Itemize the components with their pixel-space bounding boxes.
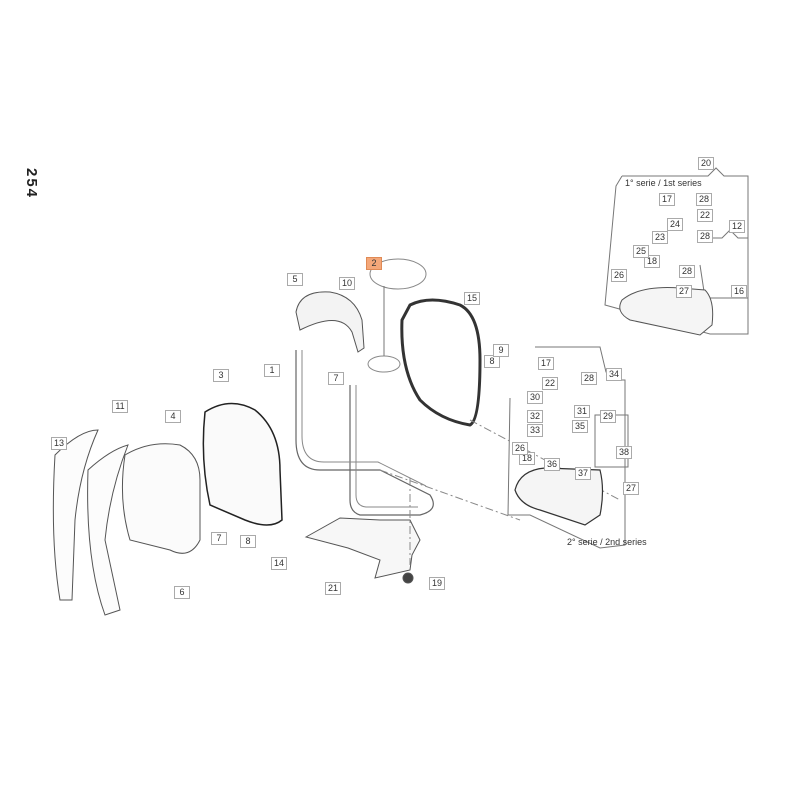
top-handle (295, 291, 365, 353)
callout-part-33: 33 (527, 424, 544, 437)
part-2-group-oval (369, 258, 427, 290)
group-frame-34 (507, 346, 626, 549)
callout-part-16: 16 (731, 285, 748, 298)
callout-part-37: 37 (575, 467, 592, 480)
fuel-tank-1st-series (619, 287, 714, 336)
callout-part-27: 27 (623, 482, 640, 495)
fuel-tank-2nd-series (514, 467, 604, 526)
callout-part-9: 9 (493, 344, 509, 357)
first-series-label: 1° serie / 1st series (625, 178, 702, 188)
callout-part-2: 2 (366, 257, 382, 270)
callout-part-14: 14 (271, 557, 288, 570)
callout-part-18: 18 (519, 452, 536, 465)
callout-part-28: 28 (697, 230, 714, 243)
shoulder-strap-left (52, 429, 99, 601)
callout-part-4: 4 (165, 410, 181, 423)
callout-part-5: 5 (287, 273, 303, 286)
cap-19 (402, 572, 414, 584)
frame-tube (295, 350, 434, 516)
callout-part-38: 38 (616, 446, 633, 459)
callout-part-3: 3 (213, 369, 229, 382)
second-series-label: 2° serie / 2nd series (567, 537, 647, 547)
callout-part-26: 26 (611, 269, 628, 282)
callout-part-27: 27 (676, 285, 693, 298)
callout-part-17: 17 (538, 357, 555, 370)
callout-part-10: 10 (339, 277, 356, 290)
callout-part-25: 25 (633, 245, 650, 258)
callout-part-22: 22 (542, 377, 559, 390)
callout-part-12: 12 (729, 220, 746, 233)
callout-part-7: 7 (328, 372, 344, 385)
callout-part-28: 28 (679, 265, 696, 278)
callout-part-17: 17 (659, 193, 676, 206)
callout-part-24: 24 (667, 218, 684, 231)
callout-part-8: 8 (240, 535, 256, 548)
callout-part-26: 26 (512, 442, 529, 455)
callout-part-36: 36 (544, 458, 561, 471)
callout-part-30: 30 (527, 391, 544, 404)
callout-part-35: 35 (572, 420, 589, 433)
callout-part-6: 6 (174, 586, 190, 599)
callout-part-32: 32 (527, 410, 544, 423)
callout-part-15: 15 (464, 292, 481, 305)
callout-part-13: 13 (51, 437, 68, 450)
callout-part-28: 28 (581, 372, 598, 385)
callout-part-1: 1 (264, 364, 280, 377)
callout-part-18: 18 (644, 255, 661, 268)
shoulder-strap-right (87, 444, 129, 616)
backplate (202, 402, 283, 526)
group-frame-12 (699, 229, 749, 299)
callout-part-28: 28 (696, 193, 713, 206)
callout-part-31: 31 (574, 405, 591, 418)
callout-part-23: 23 (652, 231, 669, 244)
callout-part-8: 8 (484, 355, 500, 368)
callout-part-29: 29 (600, 410, 617, 423)
callout-part-19: 19 (429, 577, 446, 590)
callout-part-34: 34 (606, 368, 623, 381)
back-cushion (121, 443, 201, 554)
callout-part-22: 22 (697, 209, 714, 222)
base-plate (304, 517, 421, 579)
callout-part-7: 7 (211, 532, 227, 545)
callout-part-21: 21 (325, 582, 342, 595)
callout-part-20: 20 (698, 157, 715, 170)
back-frame-ring (400, 298, 482, 427)
callout-part-11: 11 (112, 400, 128, 413)
